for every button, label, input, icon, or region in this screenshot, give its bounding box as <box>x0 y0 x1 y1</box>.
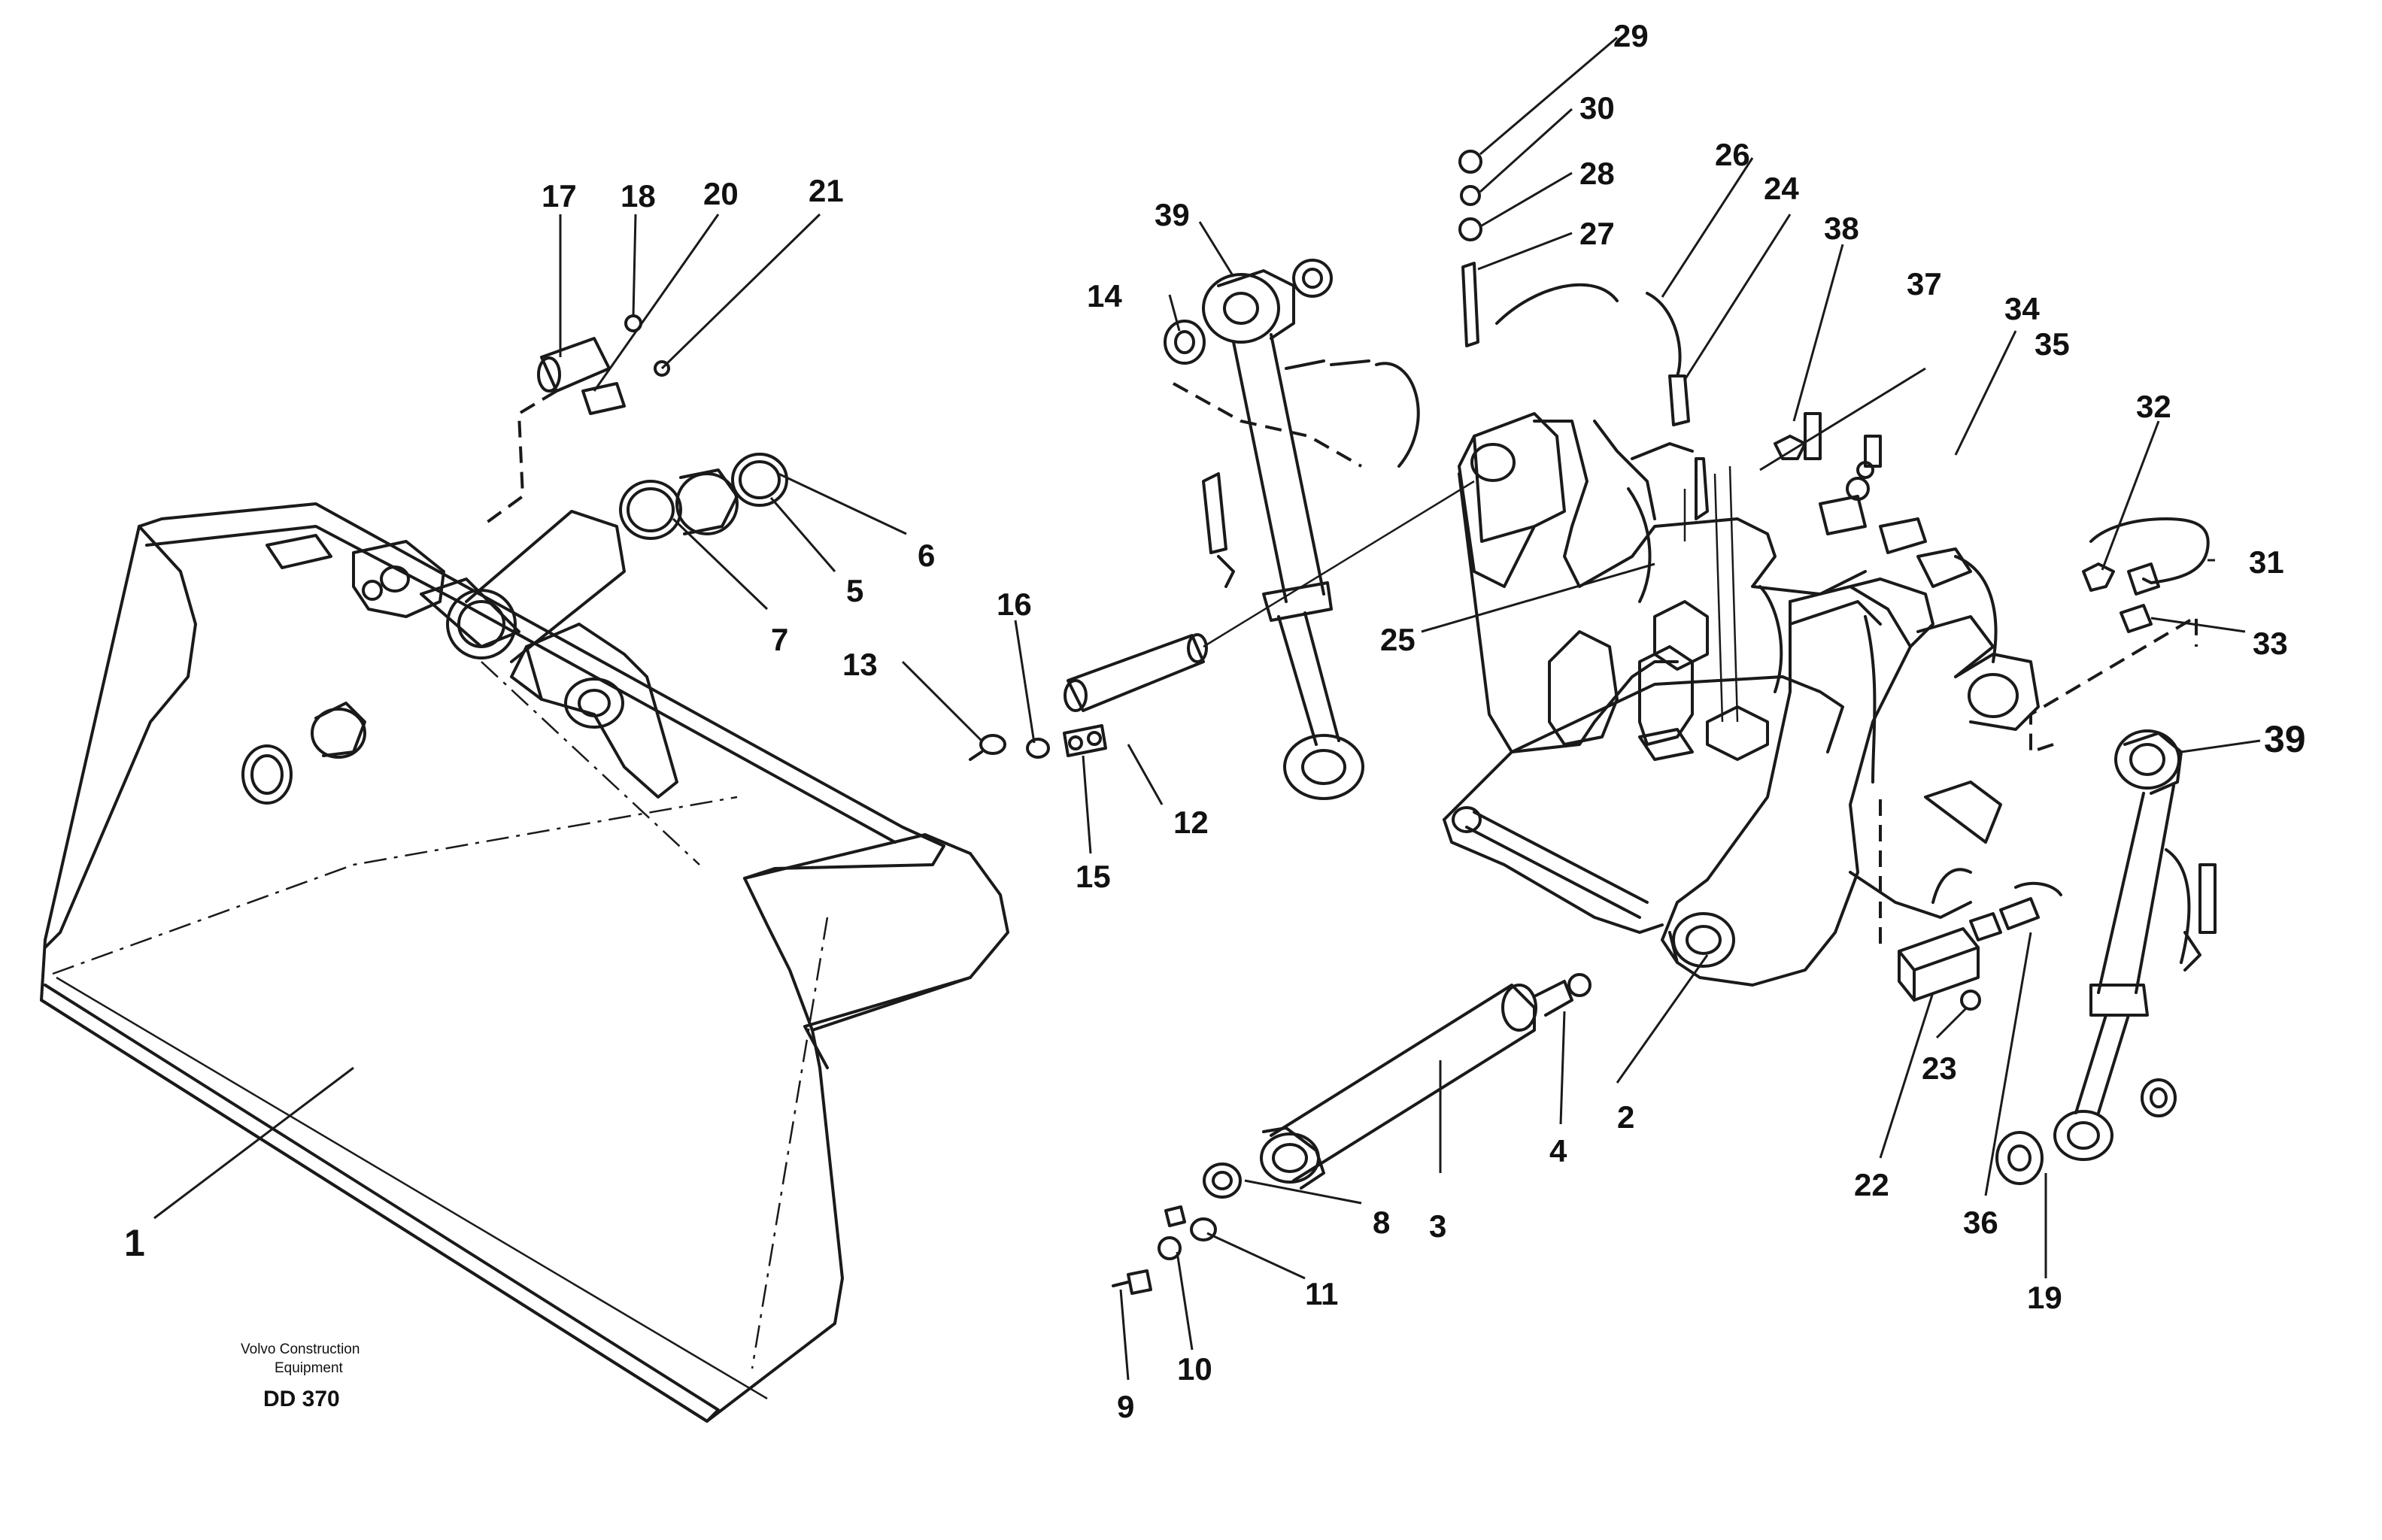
callout-9: 9 <box>1117 1389 1134 1424</box>
callout-28: 28 <box>1579 156 1615 191</box>
callout-25: 25 <box>1380 622 1416 657</box>
hose-31 <box>2082 517 2210 633</box>
callout-39-left: 39 <box>1155 197 1190 232</box>
pin-12 <box>1064 480 1475 712</box>
callout-13: 13 <box>842 647 878 682</box>
callout-4: 4 <box>1549 1133 1567 1169</box>
callout-24: 24 <box>1764 171 1799 206</box>
callout-14: 14 <box>1087 278 1122 314</box>
callout-5: 5 <box>846 573 863 608</box>
hydraulic-cylinder-left <box>1164 259 1420 800</box>
callout-20: 20 <box>703 176 739 211</box>
callout-22: 22 <box>1854 1167 1889 1202</box>
callout-33: 33 <box>2253 626 2288 661</box>
callout-23: 23 <box>1922 1050 1957 1086</box>
callout-15: 15 <box>1076 859 1111 894</box>
credit-line-2: Equipment <box>275 1360 344 1376</box>
leader-lines <box>153 36 2261 1381</box>
callout-8: 8 <box>1373 1205 1390 1240</box>
valve-block <box>1879 797 2062 1011</box>
callout-12: 12 <box>1173 805 1209 840</box>
callout-18: 18 <box>621 178 656 214</box>
callout-30: 30 <box>1579 90 1615 126</box>
actuator-cylinder-3 <box>1112 973 1592 1295</box>
bucket <box>40 502 1009 1423</box>
callout-10: 10 <box>1177 1351 1212 1387</box>
callout-16: 16 <box>997 587 1032 622</box>
callout-labels: 1 2 3 4 5 6 7 8 9 10 11 12 13 14 15 16 1… <box>124 18 2306 1424</box>
credit-line-1: Volvo Construction <box>241 1341 360 1357</box>
callout-39-right: 39 <box>2264 718 2306 760</box>
lock-hardware <box>969 724 1107 761</box>
callout-11: 11 <box>1305 1276 1338 1311</box>
callout-27: 27 <box>1579 216 1615 251</box>
callout-17: 17 <box>542 178 577 214</box>
callout-37: 37 <box>1907 266 1942 302</box>
callout-35: 35 <box>2035 326 2070 362</box>
quick-coupler-frame <box>1443 412 2040 987</box>
callout-26: 26 <box>1715 137 1750 172</box>
callout-19: 19 <box>2027 1280 2062 1315</box>
callout-7: 7 <box>771 622 788 657</box>
callout-3: 3 <box>1429 1208 1446 1244</box>
callout-21: 21 <box>809 173 844 208</box>
pin-17-plate-20 <box>480 314 670 528</box>
callout-1: 1 <box>124 1222 145 1264</box>
hoses-top <box>1458 150 1822 520</box>
callout-6: 6 <box>918 538 935 573</box>
callout-36: 36 <box>1963 1205 1998 1240</box>
callout-31: 31 <box>2249 544 2284 580</box>
callout-2: 2 <box>1617 1099 1634 1135</box>
callout-32: 32 <box>2136 389 2171 424</box>
callout-38: 38 <box>1824 211 1859 246</box>
publisher-credit: Volvo Construction Equipment DD 370 <box>241 1341 360 1411</box>
callout-29: 29 <box>1613 18 1649 53</box>
bushings <box>446 453 788 663</box>
drawing-code: DD 370 <box>263 1387 340 1411</box>
callout-34: 34 <box>2004 291 2040 326</box>
